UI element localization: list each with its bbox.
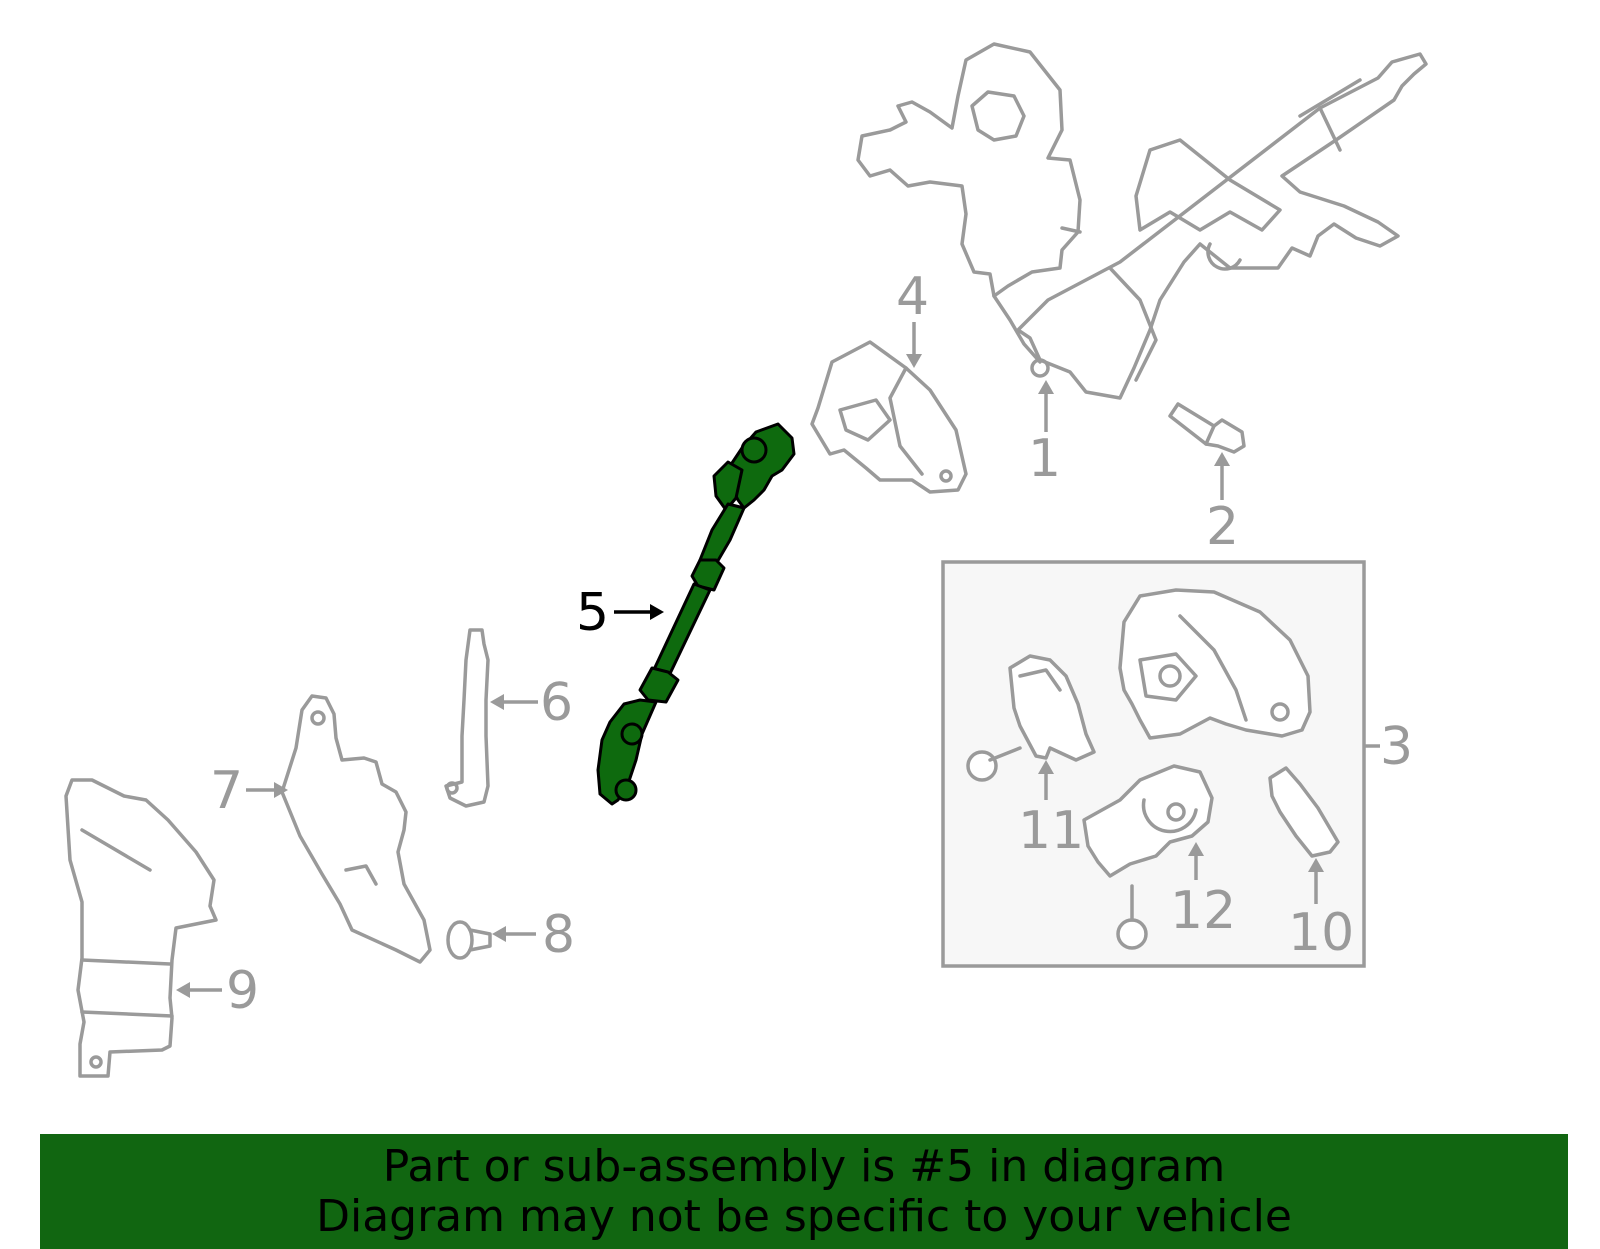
callout-2: 2 [1206,497,1239,557]
callout-1: 1 [1028,429,1061,489]
callout-3: 3 [1380,717,1413,777]
callout-6: 6 [540,673,573,733]
part-3-lock-set-box [941,560,1366,968]
callout-12: 12 [1170,881,1236,941]
callout-9: 9 [226,961,259,1021]
banner-line-2: Diagram may not be specific to your vehi… [316,1190,1292,1242]
info-banner: Part or sub-assembly is #5 in diagram Di… [40,1134,1568,1249]
part-9-cover [64,778,218,1078]
banner-line-1: Part or sub-assembly is #5 in diagram [382,1140,1226,1192]
callout-11: 11 [1018,801,1084,861]
part-4-shroud [810,340,968,494]
part-8-bolt [446,920,492,960]
callout-8: 8 [542,905,575,965]
callout-5: 5 [576,583,609,643]
callout-10: 10 [1288,903,1354,963]
callout-arrows [176,322,1380,998]
part-2-bolt [1168,402,1246,454]
callout-labels: 1 2 3 4 5 6 7 8 9 10 11 12 [210,267,1413,1021]
callout-7: 7 [210,761,243,821]
part-5-intermediate-shaft [596,422,796,806]
part-6-pin [444,628,490,808]
part-1-steering-column [856,42,1428,400]
callout-4: 4 [896,267,929,327]
part-7-bracket [280,694,432,964]
